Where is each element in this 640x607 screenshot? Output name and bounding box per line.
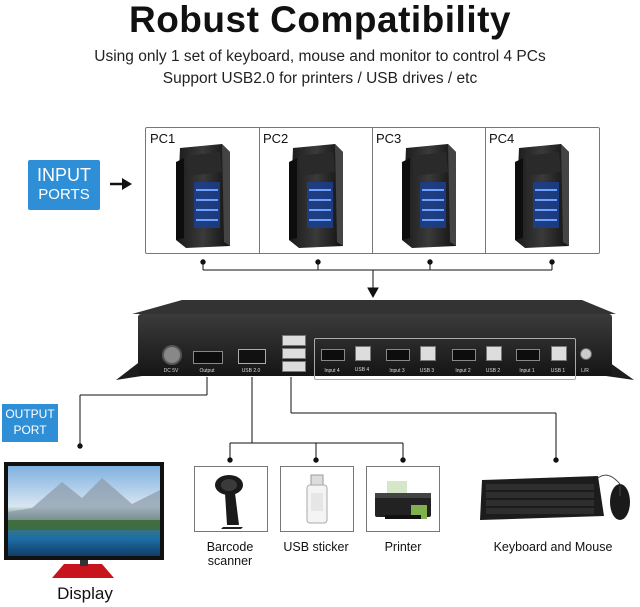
input-ports-panel bbox=[314, 338, 576, 380]
input1-label: Input 1 bbox=[519, 368, 535, 374]
usb-hub-port bbox=[282, 335, 306, 372]
pc-label: PC4 bbox=[489, 131, 515, 146]
pc-group: PC1 PC2 PC3 bbox=[145, 127, 600, 254]
hdmi-input-3-port bbox=[386, 349, 410, 361]
usb20-port bbox=[238, 349, 266, 364]
input-badge-line2: PORTS bbox=[38, 186, 90, 203]
usb4-label: USB 4 bbox=[354, 367, 370, 373]
usb1-label: USB 1 bbox=[550, 368, 566, 374]
page-title: Robust Compatibility bbox=[128, 0, 512, 40]
input-badge-line1: INPUT bbox=[37, 165, 91, 185]
usb20-port-label: USB 2.0 bbox=[241, 368, 261, 374]
pc-label: PC1 bbox=[150, 131, 176, 146]
pc-label: PC2 bbox=[263, 131, 289, 146]
usb2-label: USB 2 bbox=[485, 368, 501, 374]
hdmi-input-4-port bbox=[321, 349, 345, 361]
usb-b-3-port bbox=[420, 346, 436, 361]
barcode-scanner-icon bbox=[215, 475, 243, 529]
printer-caption: Printer bbox=[384, 540, 422, 554]
input-arrow-icon bbox=[110, 178, 132, 190]
barcode-caption-line1: Barcode bbox=[206, 540, 254, 554]
dc-power-port bbox=[162, 345, 182, 365]
input2-label: Input 2 bbox=[455, 368, 471, 374]
lr-label: L/R bbox=[581, 368, 589, 374]
keyboard-mouse-icon bbox=[480, 474, 630, 520]
monitor-icon bbox=[4, 462, 164, 578]
output-badge-line2: PORT bbox=[13, 423, 47, 437]
hdmi-output-port bbox=[193, 351, 223, 364]
usb-b-4-port bbox=[355, 346, 371, 361]
pc-label: PC3 bbox=[376, 131, 402, 146]
usb-b-2-port bbox=[486, 346, 502, 361]
hdmi-input-2-port bbox=[452, 349, 476, 361]
output-port-label: Output bbox=[199, 368, 215, 374]
usb-drive-icon bbox=[306, 474, 328, 524]
output-badge-line1: OUTPUT bbox=[5, 407, 55, 421]
usb-sticker-box bbox=[280, 466, 354, 532]
pc-tower-icon bbox=[289, 144, 343, 248]
usb3-label: USB 3 bbox=[419, 368, 435, 374]
input3-label: Input 3 bbox=[389, 368, 405, 374]
barcode-box bbox=[194, 466, 268, 532]
pc-tower-icon bbox=[402, 144, 456, 248]
pc-tower-icon bbox=[515, 144, 569, 248]
pc-cell: PC3 bbox=[372, 128, 486, 253]
subtitle-line-1: Using only 1 set of keyboard, mouse and … bbox=[94, 48, 546, 65]
barcode-caption-line2: scanner bbox=[207, 554, 253, 568]
input4-label: Input 4 bbox=[324, 368, 340, 374]
printer-icon bbox=[375, 481, 431, 519]
output-port-badge: OUTPUT PORT bbox=[2, 404, 58, 442]
barcode-caption: Barcode scanner bbox=[190, 540, 270, 568]
keyboard-mouse-caption: Keyboard and Mouse bbox=[493, 540, 613, 554]
display-label: Display bbox=[57, 584, 113, 603]
usb-b-1-port bbox=[551, 346, 567, 361]
usb-sticker-caption: USB sticker bbox=[283, 540, 349, 554]
pc-cell: PC4 bbox=[485, 128, 598, 253]
pc-cell: PC1 bbox=[146, 128, 260, 253]
dc-port-label: DC 5V bbox=[163, 368, 179, 374]
printer-box bbox=[366, 466, 440, 532]
input-ports-badge: INPUT PORTS bbox=[28, 160, 100, 210]
pc-cell: PC2 bbox=[259, 128, 373, 253]
hdmi-input-1-port bbox=[516, 349, 540, 361]
audio-jack-port bbox=[580, 348, 592, 360]
subtitle-line-2: Support USB2.0 for printers / USB drives… bbox=[162, 70, 478, 87]
pc-tower-icon bbox=[176, 144, 230, 248]
